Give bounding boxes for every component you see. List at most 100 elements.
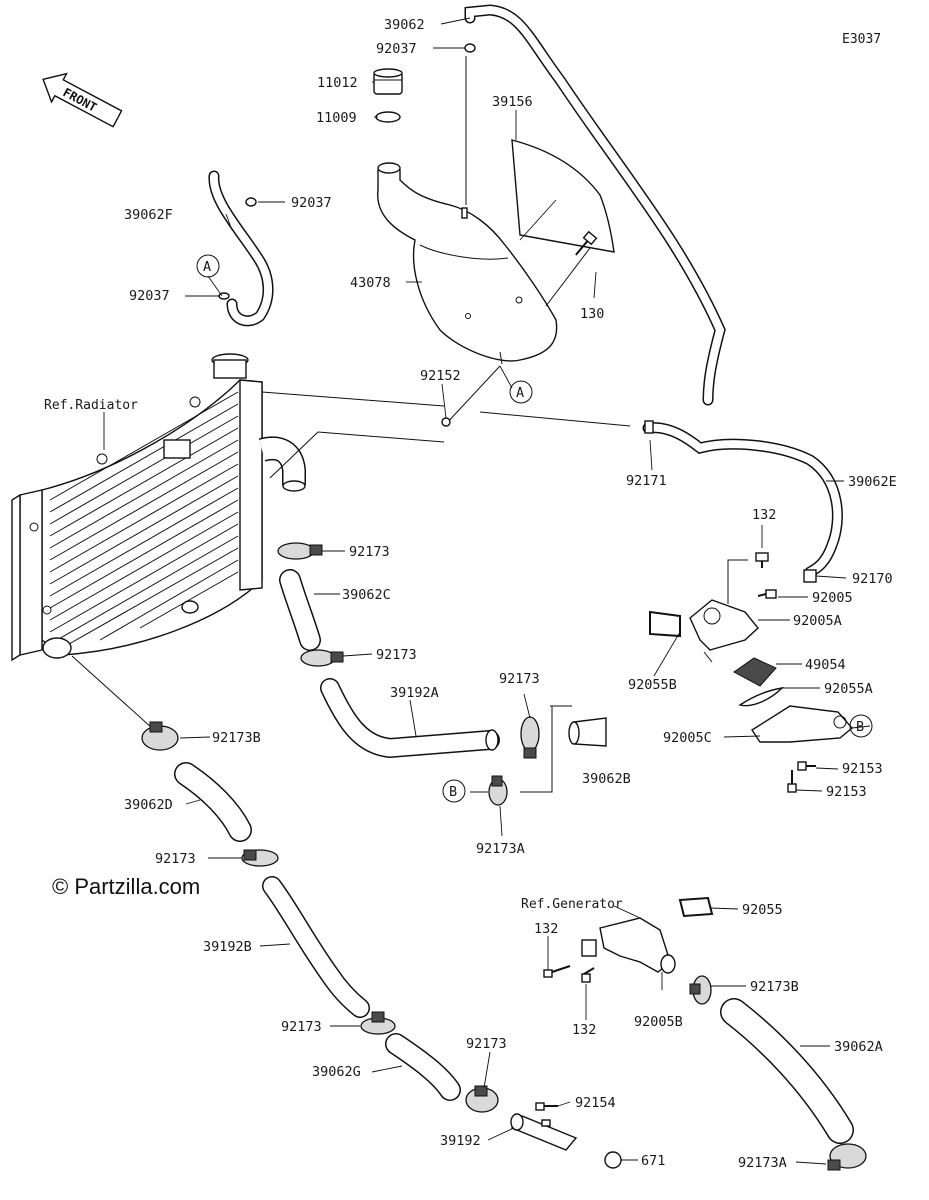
- clip-92037-top: [464, 43, 476, 53]
- housing-92005A: [689, 599, 759, 663]
- label-43078: 43078: [350, 275, 391, 291]
- label-ref-radiator: Ref.Radiator: [44, 398, 138, 413]
- gasket-92055B: [649, 610, 681, 638]
- label-92173-b: 92173: [376, 647, 417, 663]
- label-11009: 11009: [316, 110, 357, 126]
- label-92153-a: 92153: [842, 761, 883, 777]
- hose-39062B: [568, 717, 607, 747]
- label-39062E: 39062E: [848, 474, 897, 490]
- label-92173-d: 92173: [155, 851, 196, 867]
- svg-text:B: B: [856, 719, 864, 735]
- pipe-39192: [510, 1113, 578, 1151]
- svg-text:B: B: [449, 784, 457, 800]
- label-92055: 92055: [742, 902, 783, 918]
- clamp-92173A-bottom: [827, 1143, 867, 1171]
- label-39062F: 39062F: [124, 207, 173, 223]
- clamp-92173B-right: [689, 975, 712, 1005]
- label-92005: 92005: [812, 590, 853, 606]
- label-92170: 92170: [852, 571, 893, 587]
- gasket-92055A: [738, 686, 785, 707]
- label-92152: 92152: [420, 368, 461, 384]
- svg-text:A: A: [203, 259, 211, 275]
- label-132-top: 132: [752, 507, 776, 523]
- clamp-92173B-left: [141, 721, 179, 751]
- label-92173A-bottom: 92173A: [738, 1155, 787, 1171]
- label-92005B: 92005B: [634, 1014, 683, 1030]
- label-92154: 92154: [575, 1095, 616, 1111]
- label-39062-top: 39062: [384, 17, 425, 33]
- bolt-92005: [757, 589, 777, 599]
- label-92055A: 92055A: [824, 681, 873, 697]
- clamp-92173-a: [277, 542, 323, 560]
- label-132-gen2: 132: [572, 1022, 596, 1038]
- label-ref-generator: Ref.Generator: [521, 897, 623, 912]
- clamp-92173-e: [360, 1011, 396, 1035]
- label-92005C: 92005C: [663, 730, 712, 746]
- label-39192B: 39192B: [203, 939, 252, 955]
- label-39192A: 39192A: [390, 685, 439, 701]
- circle-marker-B-right: B: [849, 714, 873, 738]
- label-92171: 92171: [626, 473, 667, 489]
- fitting-92170: [803, 569, 817, 583]
- gasket-92055: [678, 896, 714, 918]
- bolt-92154: [535, 1102, 558, 1111]
- bolt-92153-b: [787, 770, 797, 793]
- hose-39062E: [642, 422, 843, 578]
- label-39062A: 39062A: [834, 1039, 883, 1055]
- label-39192: 39192: [440, 1133, 481, 1149]
- clamp-92173-d: [241, 849, 279, 867]
- label-92005A: 92005A: [793, 613, 842, 629]
- thermostat-49054: [733, 657, 777, 687]
- label-92173-a: 92173: [349, 544, 390, 560]
- bolt-130: [575, 230, 598, 256]
- label-92173A-mid: 92173A: [476, 841, 525, 857]
- label-130: 130: [580, 306, 604, 322]
- housing-92005B: [599, 917, 676, 974]
- bolt-132-top: [755, 552, 769, 568]
- label-39062D: 39062D: [124, 797, 173, 813]
- label-39062C: 39062C: [342, 587, 391, 603]
- reservoir-tank-43078: [377, 169, 558, 362]
- label-92037-mid: 92037: [129, 288, 170, 304]
- label-671: 671: [641, 1153, 665, 1169]
- clip-92171: [644, 420, 654, 434]
- circle-marker-A-tank: A: [509, 380, 533, 404]
- front-arrow-icon: FRONT: [42, 72, 123, 128]
- label-92153-b: 92153: [826, 784, 867, 800]
- watermark: © Partzilla.com: [52, 874, 201, 899]
- label-92037-top: 92037: [376, 41, 417, 57]
- clamp-92173-f: [465, 1085, 499, 1113]
- label-39156: 39156: [492, 94, 533, 110]
- diagram-code: E3037: [842, 32, 881, 47]
- label-92037-left: 92037: [291, 195, 332, 211]
- circle-marker-B-left: B: [442, 779, 466, 803]
- label-92173B-left: 92173B: [212, 730, 261, 746]
- label-92173-c: 92173: [499, 671, 540, 687]
- fitting-ref-generator: [581, 939, 597, 957]
- washer-92152: [441, 417, 451, 427]
- label-92173-e: 92173: [281, 1019, 322, 1035]
- label-49054: 49054: [805, 657, 846, 673]
- circle-marker-A-top: A: [196, 254, 220, 278]
- label-39062G: 39062G: [312, 1064, 361, 1080]
- label-92173B-right: 92173B: [750, 979, 799, 995]
- bolt-92153-a: [797, 761, 816, 771]
- clamp-92173-c: [520, 716, 540, 759]
- label-92055B: 92055B: [628, 677, 677, 693]
- clip-92037-left: [245, 197, 257, 207]
- svg-text:A: A: [516, 385, 524, 401]
- label-39062B: 39062B: [582, 771, 631, 787]
- label-11012: 11012: [317, 75, 358, 91]
- bolt-132-gen2: [581, 967, 595, 983]
- seal-11009: [375, 111, 401, 123]
- label-92173-f: 92173: [466, 1036, 507, 1052]
- clamp-92173A-mid: [488, 775, 508, 806]
- cover-39156: [511, 139, 615, 253]
- oring-671: [604, 1151, 622, 1169]
- radiator-ref: [11, 353, 445, 729]
- clamp-92173-b: [300, 649, 344, 667]
- cover-92005C: [751, 705, 853, 743]
- label-132-gen1: 132: [534, 921, 558, 937]
